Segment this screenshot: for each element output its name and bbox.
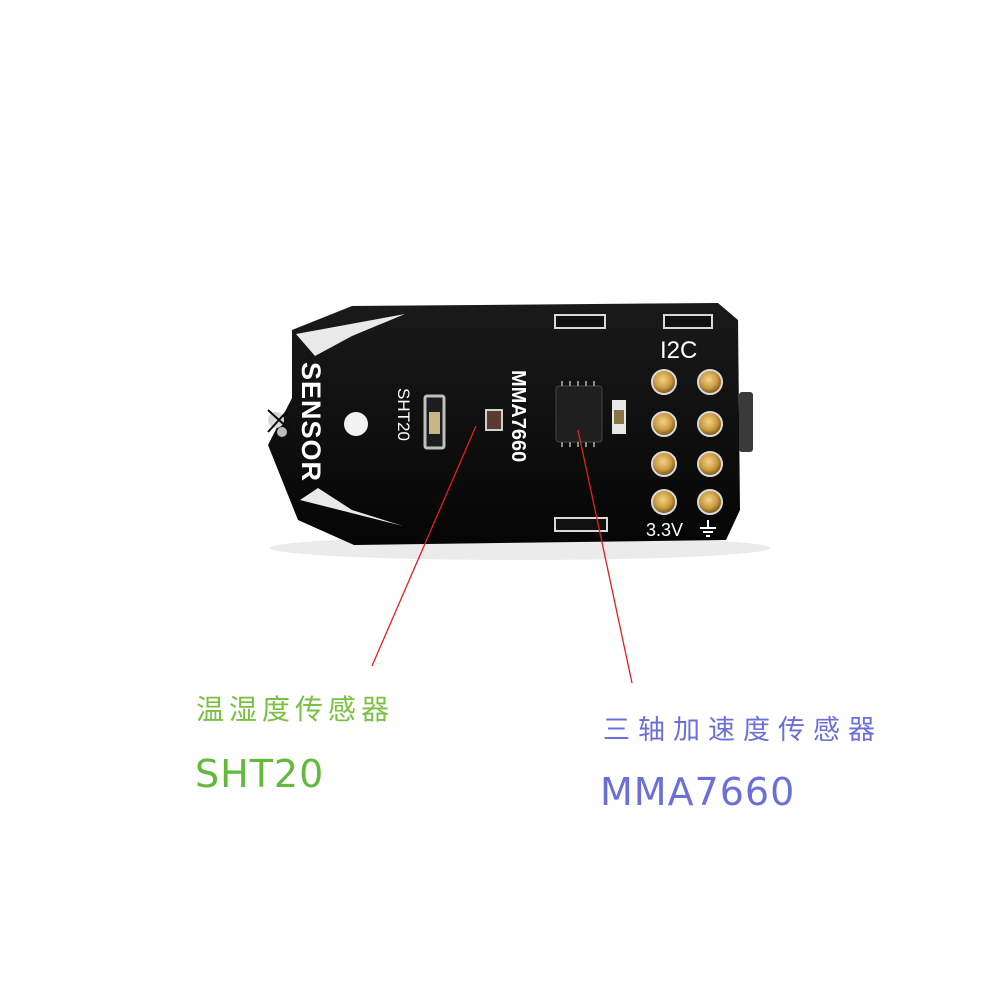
header-pin <box>651 451 677 477</box>
sht20-caption-en: SHT20 <box>195 752 325 796</box>
mounting-hole <box>344 412 368 436</box>
smd-cap <box>485 409 503 431</box>
header-pin <box>697 369 723 395</box>
logo-icon <box>267 409 291 437</box>
sht20-pointer-line <box>371 425 477 667</box>
silk-brand-text: SENSOR <box>296 362 326 482</box>
smd-led-core <box>614 410 624 424</box>
silk-wedge-top <box>296 314 405 356</box>
header-pin <box>697 489 723 515</box>
ground-icon <box>700 520 716 537</box>
header-pin <box>651 369 677 395</box>
sht20-caption-cn: 温湿度传感器 <box>196 693 395 726</box>
header-pin <box>651 489 677 515</box>
i2c-header <box>651 369 723 515</box>
silk-i2c-text: I2C <box>660 337 697 364</box>
header-pin <box>697 411 723 437</box>
header-pin <box>651 411 677 437</box>
smd-resistor-top <box>554 314 606 329</box>
smd-resistor-bottom <box>554 517 608 532</box>
smd-resistor-top-right <box>663 314 713 329</box>
pcb-outline <box>268 303 740 545</box>
silk-wedge-bottom <box>300 488 403 526</box>
silk-sht20-text: SHT20 <box>394 388 413 441</box>
mma7660-caption-cn: 三轴加速度传感器 <box>603 715 883 746</box>
pcb-board: SENSOR SHT20 MMA7660 I2C <box>267 303 753 545</box>
silk-voltage-text: 3.3V <box>646 520 683 540</box>
mma7660-pointer-line <box>577 429 633 684</box>
side-connector <box>739 392 753 452</box>
header-pin <box>697 451 723 477</box>
sht20-chip-body <box>429 412 440 434</box>
mma7660-caption-en: MMA7660 <box>600 770 796 814</box>
silk-mma7660-text: MMA7660 <box>507 370 529 462</box>
mma7660-chip <box>555 381 603 447</box>
